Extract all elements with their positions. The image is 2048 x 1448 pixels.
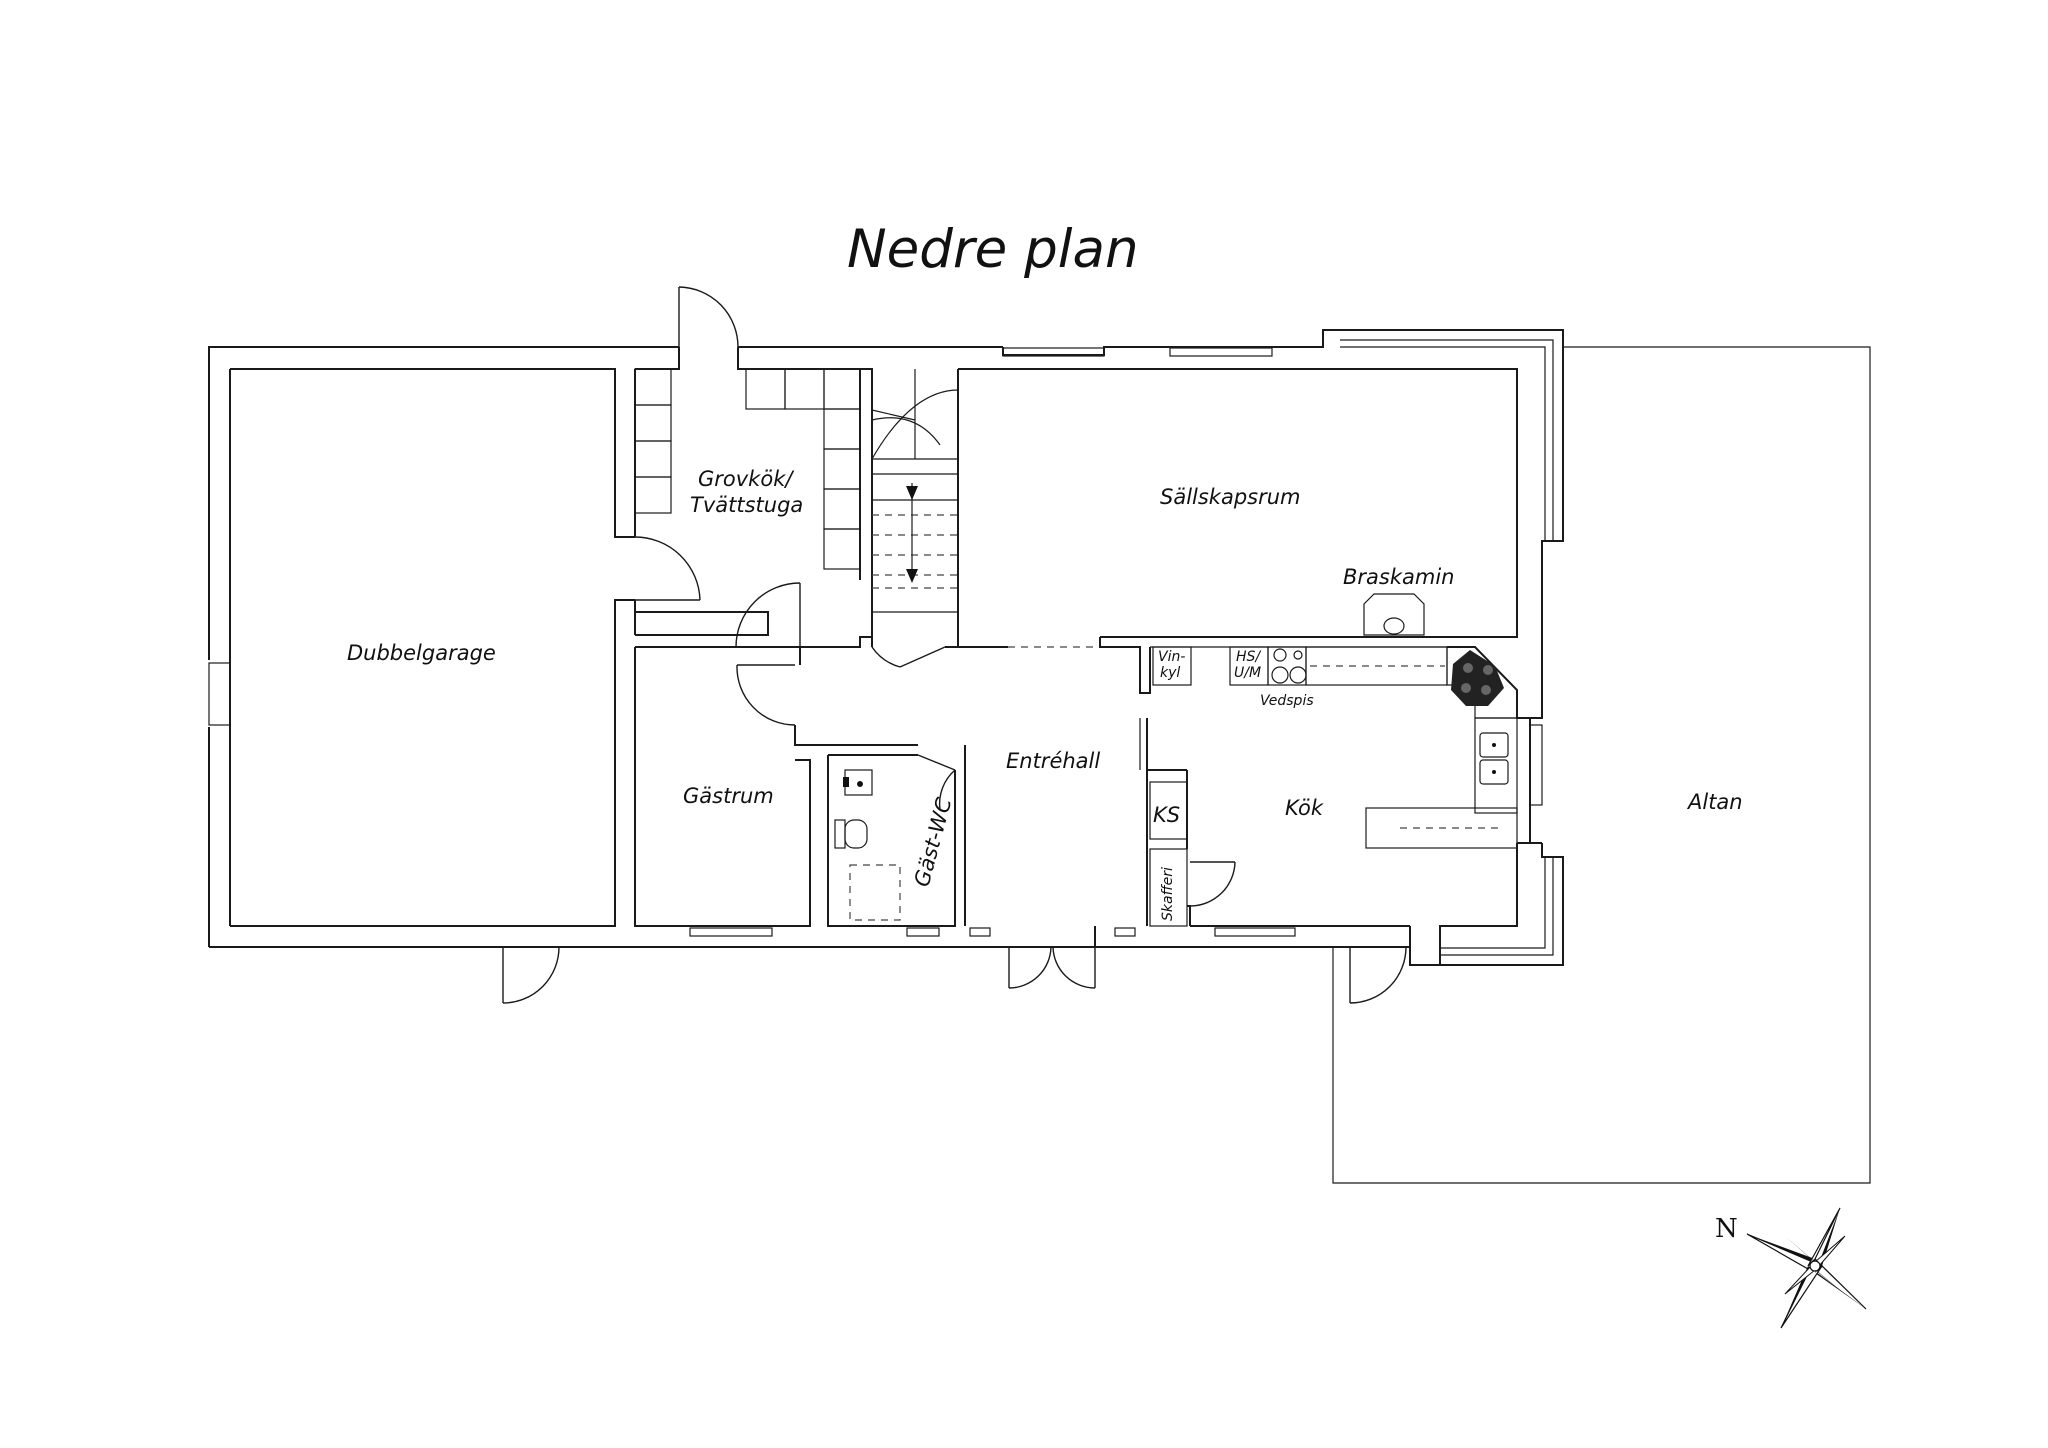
ks-skafferi-walls (1139, 718, 1236, 927)
staircase (860, 368, 959, 668)
label-altan: Altan (1686, 790, 1743, 814)
label-vinkyl-line1: Vin- (1158, 649, 1185, 665)
label-grovkok-line2: Tvättstuga (690, 493, 803, 517)
hall-inner-door (736, 664, 796, 726)
label-kok: Kök (1285, 796, 1324, 820)
hob-icon (1271, 648, 1307, 684)
gast-wc-walls (827, 754, 956, 927)
label-gast-wc: Gäst-WC (910, 795, 957, 889)
label-vedspis: Vedspis (1260, 693, 1314, 709)
label-braskamin: Braskamin (1343, 565, 1454, 589)
label-hs-line1: HS/ (1236, 649, 1261, 665)
gastrum-walls (634, 646, 811, 927)
kitchen-counters (1152, 646, 1518, 849)
compass-north-label: N (1715, 1214, 1738, 1244)
garage-door (502, 946, 560, 1004)
bottom-windows (689, 927, 1296, 937)
sink-icon (1479, 732, 1509, 785)
vedspis-icon (1451, 650, 1504, 706)
label-skafferi: Skafferi (1160, 867, 1176, 921)
plan-title: Nedre plan (847, 219, 1139, 280)
label-gastrum: Gästrum (683, 784, 774, 808)
garage-walls (229, 368, 635, 927)
garage-grovkok-door (634, 536, 701, 601)
braskamin-icon (1363, 593, 1425, 636)
label-entrehall: Entréhall (1006, 749, 1100, 773)
wc-fixtures (834, 769, 901, 921)
entrehall-walls (794, 636, 1096, 947)
label-vinkyl-line2: kyl (1160, 665, 1180, 681)
kitchen-external-door (1349, 946, 1407, 1004)
label-sallskapsrum: Sällskapsrum (1160, 485, 1301, 509)
label-ks: KS (1153, 803, 1180, 827)
main-entrance-door (1008, 946, 1096, 989)
label-grovkok-line1: Grovkök/ (698, 467, 794, 491)
grovkok-cabinets (634, 368, 861, 570)
compass-rose-icon (1746, 1207, 1867, 1329)
label-hs-line2: U/M (1234, 665, 1261, 681)
grovkok-hall-door (735, 582, 801, 648)
altan-outline (1332, 346, 1871, 1184)
grovkok-entrance-door (678, 286, 739, 348)
label-dubbelgarage: Dubbelgarage (347, 641, 496, 665)
sallskapsrum-walls (957, 368, 1518, 648)
